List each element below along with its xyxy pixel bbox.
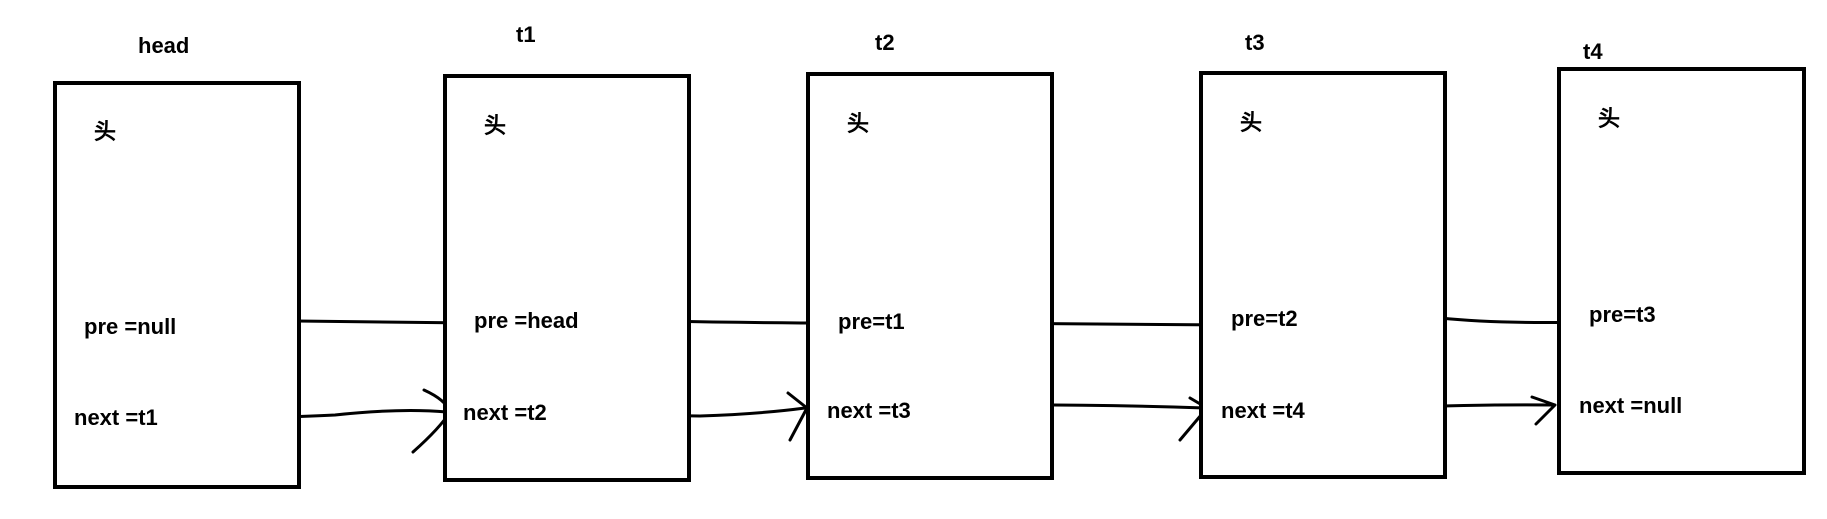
node-next-head: next =t1 bbox=[74, 405, 158, 430]
node-title-t4: t4 bbox=[1583, 39, 1603, 64]
node-next-t3: next =t4 bbox=[1221, 398, 1305, 423]
node-pre-t3: pre=t2 bbox=[1231, 306, 1298, 331]
node-box-t4 bbox=[1557, 67, 1806, 475]
node-box-t1 bbox=[443, 74, 691, 482]
node-pre-t4: pre=t3 bbox=[1589, 302, 1656, 327]
next-arrowhead-t4 bbox=[1530, 395, 1557, 426]
node-glyph-t2: 头 bbox=[847, 112, 870, 137]
node-title-head: head bbox=[138, 33, 190, 58]
node-box-t2 bbox=[806, 72, 1054, 480]
node-pre-head: pre =null bbox=[84, 314, 177, 339]
node-title-t2: t2 bbox=[875, 30, 895, 55]
node-title-t1: t1 bbox=[516, 22, 536, 47]
node-glyph-t4: 头 bbox=[1598, 107, 1621, 132]
node-pre-t2: pre=t1 bbox=[838, 309, 905, 334]
node-next-t2: next =t3 bbox=[827, 398, 911, 423]
node-pre-t1: pre =head bbox=[474, 308, 579, 333]
node-glyph-t1: 头 bbox=[484, 114, 507, 139]
node-title-t3: t3 bbox=[1245, 30, 1265, 55]
node-glyph-t3: 头 bbox=[1240, 111, 1263, 136]
node-box-head bbox=[53, 81, 301, 489]
node-next-t4: next =null bbox=[1579, 393, 1683, 418]
node-glyph-head: 头 bbox=[94, 120, 117, 145]
next-arrowhead-t2 bbox=[786, 391, 809, 442]
node-box-t3 bbox=[1199, 71, 1447, 479]
node-next-t1: next =t2 bbox=[463, 400, 547, 425]
